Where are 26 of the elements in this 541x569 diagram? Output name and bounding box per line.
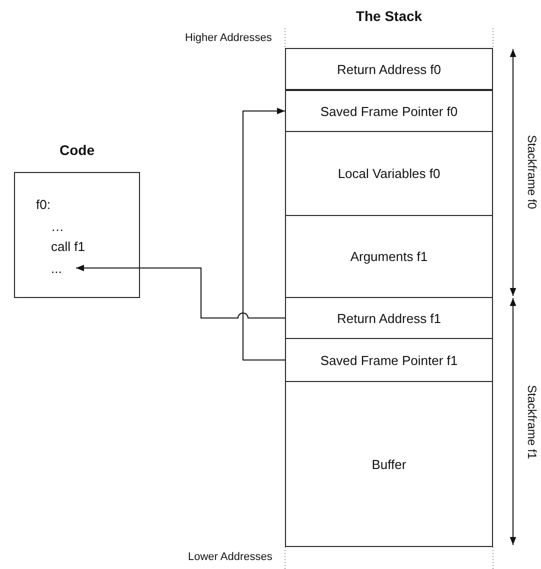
stack-slot: [285, 90, 493, 132]
frame-label: Stackframe f0: [525, 134, 540, 210]
address-label: Lower Addresses: [188, 551, 272, 563]
slot-label: Saved Frame Pointer f0: [320, 104, 458, 118]
panel-heading: Code: [58, 142, 96, 158]
slot-label: Arguments f1: [350, 249, 428, 264]
frame-label: Stackframe f1: [525, 384, 540, 460]
column-heading: The Stack: [354, 8, 424, 24]
stack-slot: [285, 48, 493, 90]
code-line: ...: [51, 261, 77, 277]
slot-label: Buffer: [372, 456, 406, 472]
slot-label: Return Address f0: [336, 62, 442, 76]
stack-slot: [285, 297, 493, 339]
code-line: f0:: [36, 197, 66, 213]
stack-slot: [285, 338, 493, 382]
code-line: …: [51, 219, 71, 235]
slot-label: Return Address f1: [336, 310, 442, 326]
slot-label: Local Variables f0: [338, 166, 440, 181]
code-line: call f1: [51, 239, 101, 255]
slot-label: Saved Frame Pointer f1: [320, 352, 458, 368]
stack-slot: [285, 381, 493, 547]
arrow: [76, 264, 286, 318]
address-label: Higher Addresses: [185, 32, 272, 44]
stack-slot: [285, 215, 493, 298]
stack-slot: [285, 131, 493, 216]
arrow: [242, 108, 286, 360]
